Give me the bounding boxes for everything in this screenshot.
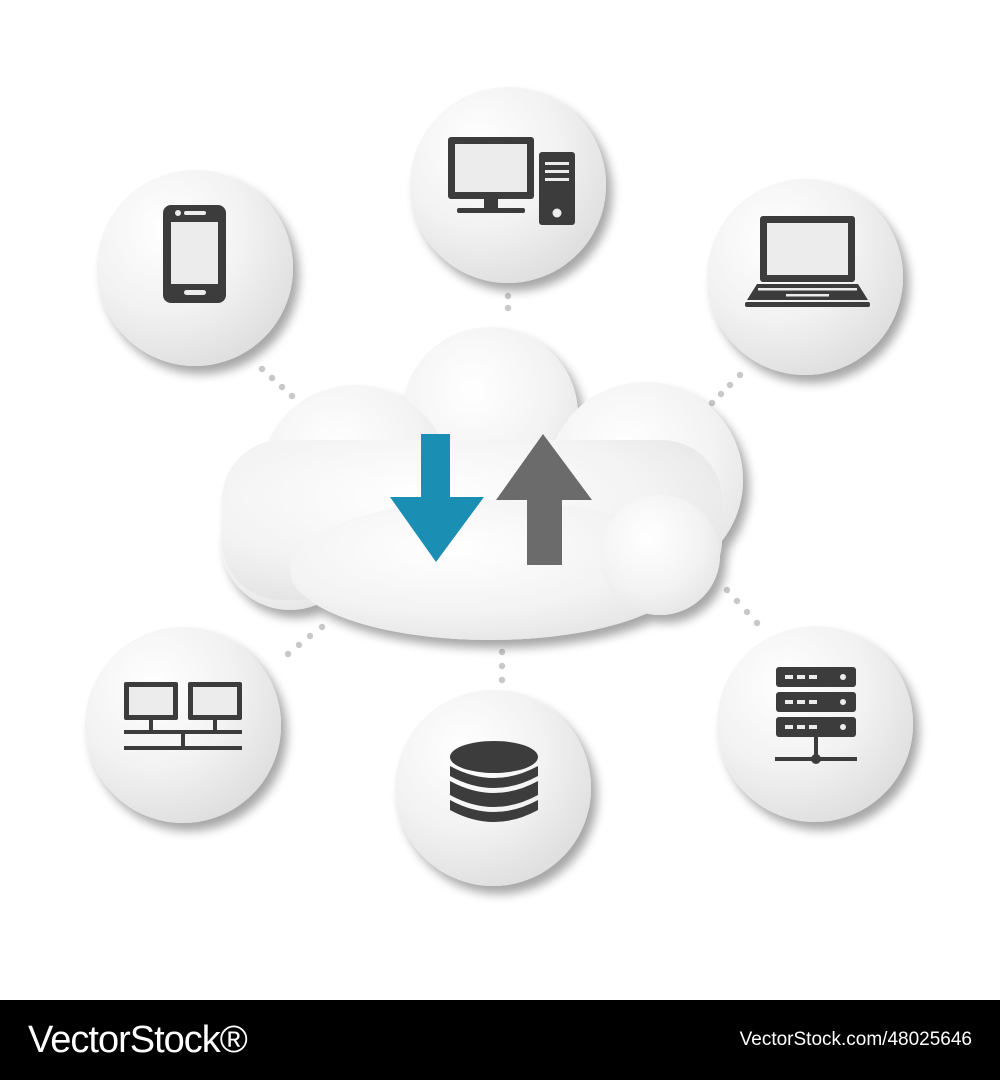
cloud-network-diagram	[85, 87, 913, 886]
node-database	[395, 690, 591, 886]
watermark-bar: VectorStock® VectorStock.com/48025646	[0, 1000, 1000, 1080]
desktop-computer-icon	[448, 137, 575, 225]
connector-desktop	[504, 292, 512, 312]
server-rack-icon	[775, 667, 857, 764]
connector-laptop	[708, 371, 744, 407]
connector-smartphone	[258, 365, 296, 400]
connector-network	[284, 623, 326, 658]
upload-arrow-icon	[496, 434, 592, 565]
network-computers-icon	[124, 682, 242, 750]
connector-server	[723, 586, 761, 627]
node-network	[85, 627, 281, 823]
node-smartphone	[97, 170, 293, 366]
smartphone-icon	[163, 205, 226, 303]
database-icon	[450, 741, 538, 822]
watermark-brand: VectorStock®	[28, 1019, 248, 1061]
connector-lines	[258, 292, 761, 684]
node-laptop	[707, 179, 903, 375]
node-server	[717, 626, 913, 822]
download-arrow-icon	[390, 434, 484, 562]
laptop-icon	[745, 216, 870, 307]
cloud	[220, 327, 743, 640]
watermark-image-code: VectorStock.com/48025646	[739, 1029, 972, 1050]
node-desktop-computer	[410, 87, 606, 283]
connector-database	[498, 648, 506, 684]
